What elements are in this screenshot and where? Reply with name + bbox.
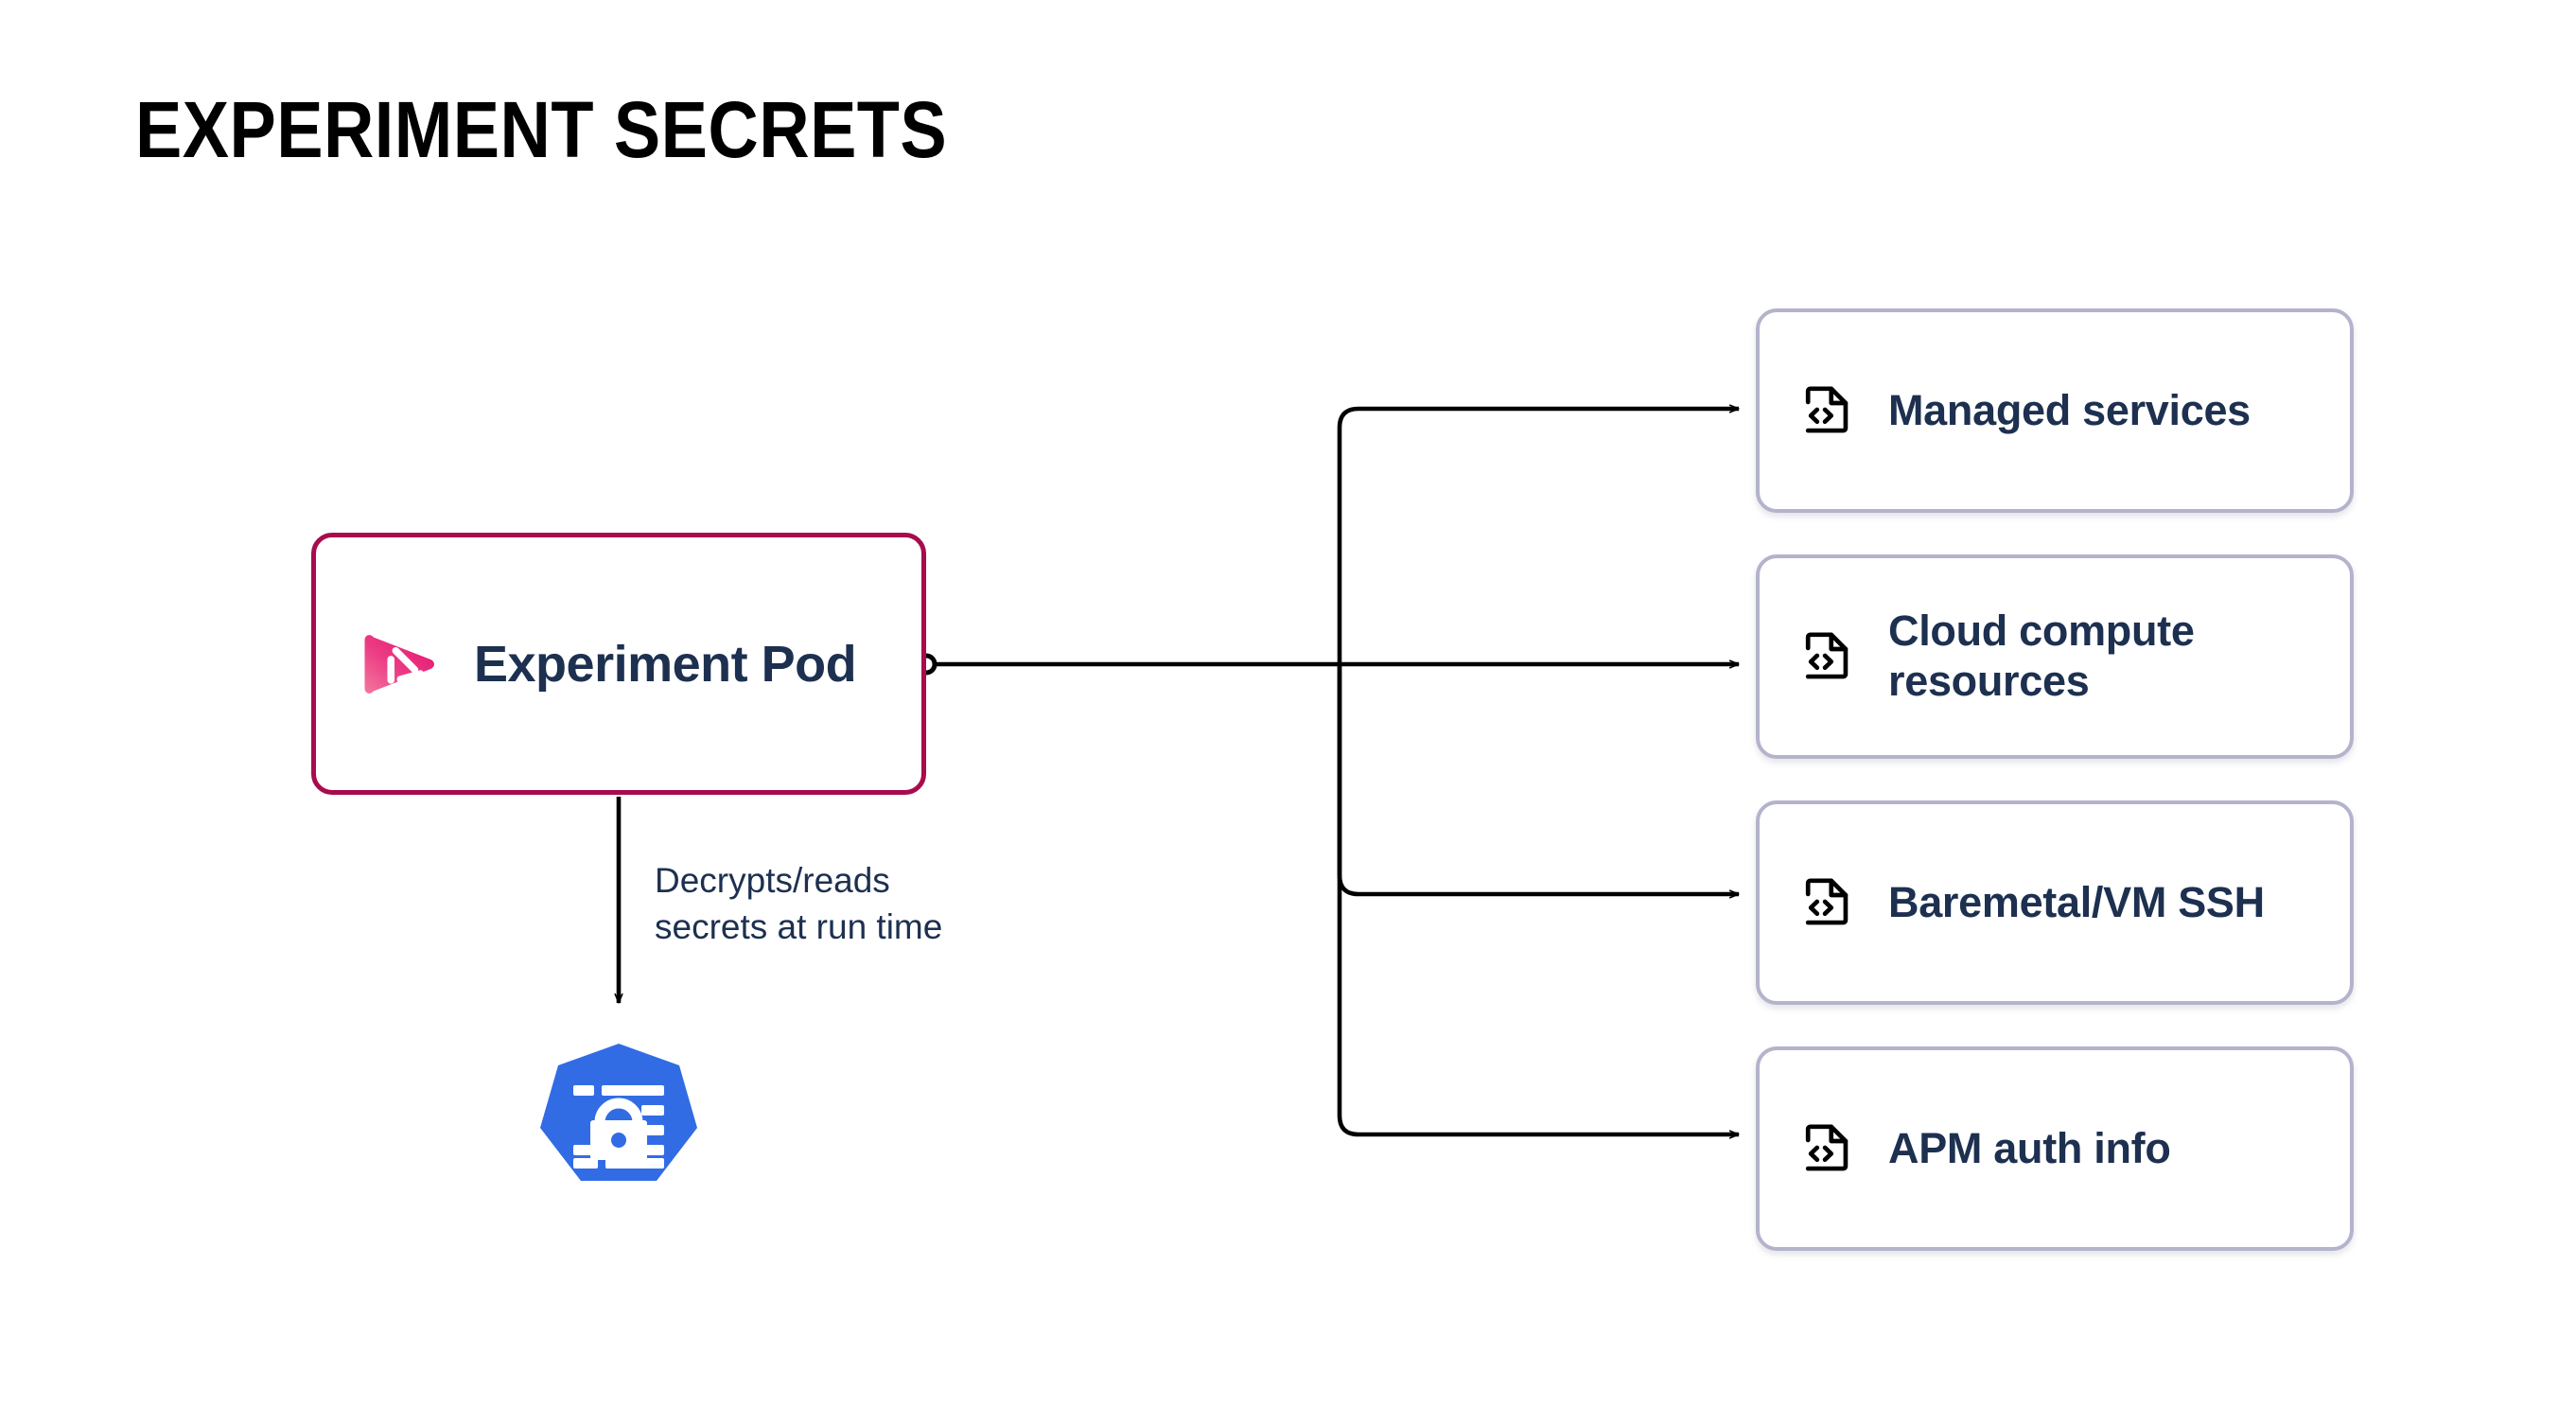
experiment-pod-logo-icon: [364, 634, 435, 694]
resource-card-baremetal-vm-ssh[interactable]: Baremetal/VM SSH: [1756, 800, 2354, 1005]
resource-card-label: APM auth info: [1888, 1123, 2171, 1172]
kubernetes-secret-label: secret: [586, 1186, 654, 1214]
file-code-icon: [1805, 632, 1849, 679]
kubernetes-secret-icon: secret: [540, 1044, 697, 1214]
kubernetes-secret-node[interactable]: secret: [537, 1041, 700, 1226]
decrypts-reads-caption: Decrypts/reads secrets at run time: [655, 861, 943, 946]
resource-card-managed-services[interactable]: Managed services: [1756, 308, 2354, 513]
file-code-icon: [1805, 878, 1849, 925]
resource-card-label: Managed services: [1888, 385, 2251, 434]
resource-card-label: Cloud compute resources: [1888, 606, 2195, 705]
experiment-pod-label: Experiment Pod: [474, 635, 857, 693]
page-title: EXPERIMENT SECRETS: [135, 85, 948, 174]
file-code-icon: [1805, 1124, 1849, 1171]
connector-branch-managed-services: [1337, 409, 1739, 664]
resource-card-cloud-compute-resources[interactable]: Cloud compute resources: [1756, 554, 2354, 759]
resource-card-label: Baremetal/VM SSH: [1888, 877, 2265, 926]
resource-card-apm-auth-info[interactable]: APM auth info: [1756, 1046, 2354, 1251]
connector-branch-apm-auth: [1337, 664, 1739, 1134]
experiment-pod-node[interactable]: Experiment Pod: [311, 533, 926, 795]
file-code-icon: [1805, 386, 1849, 433]
connector-branch-baremetal-ssh: [1337, 664, 1739, 894]
